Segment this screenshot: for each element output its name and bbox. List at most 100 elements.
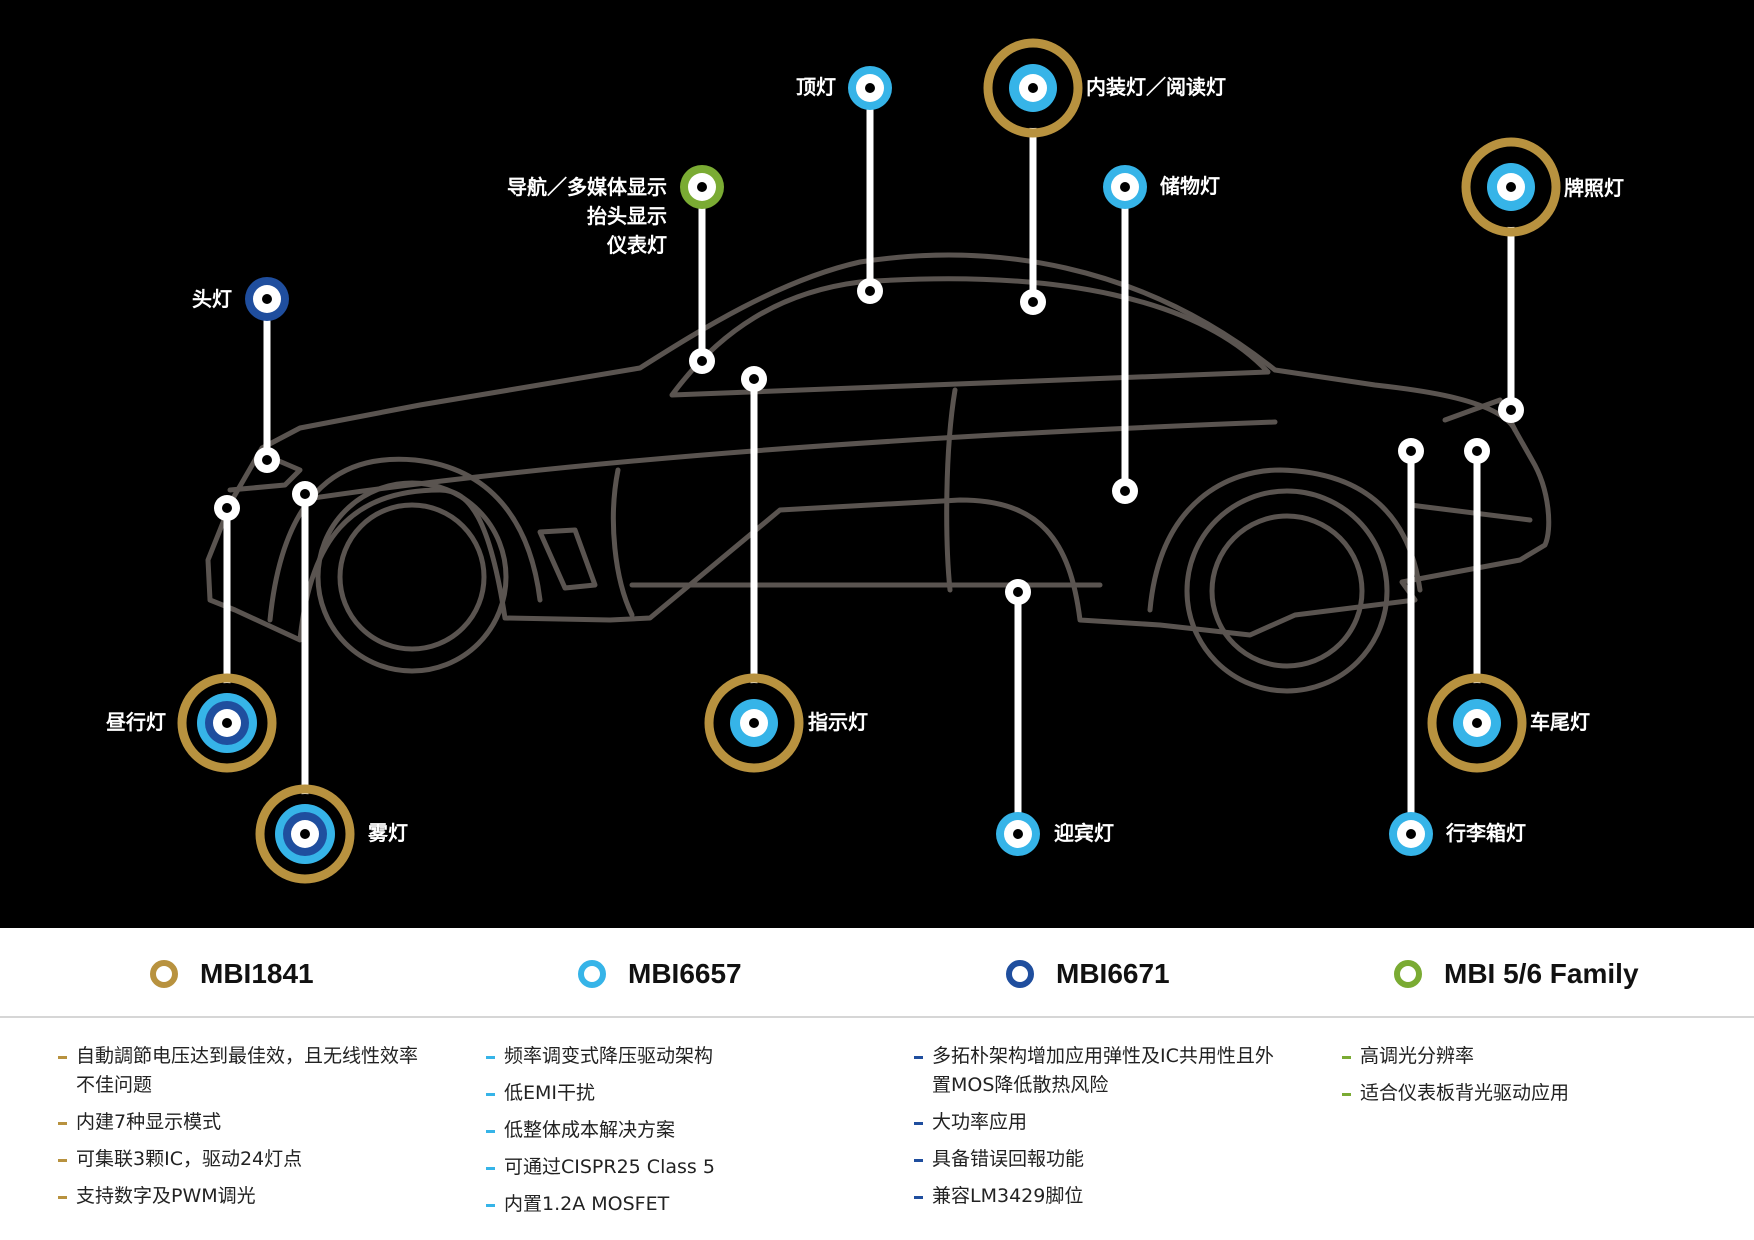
feature-item: 支持数字及PWM调光 bbox=[58, 1182, 418, 1211]
indicator-light-end-node bbox=[741, 366, 767, 392]
label-welcome-light: 迎宾灯 bbox=[1054, 821, 1114, 845]
label-tail-light: 车尾灯 bbox=[1530, 710, 1590, 734]
dash-icon bbox=[486, 1056, 495, 1059]
label-roof-light: 顶灯 bbox=[796, 75, 836, 99]
feature-item: 内置1.2A MOSFET bbox=[486, 1190, 866, 1219]
door-line-center bbox=[944, 387, 958, 593]
label-headlight: 头灯 bbox=[192, 287, 232, 311]
features-mbi6657: 频率调变式降压驱动架构 低EMI干扰 低整体成本解决方案 可通过CISPR25 … bbox=[486, 1042, 866, 1227]
rear-wheel-arch bbox=[1147, 467, 1423, 613]
marker-dot-icon bbox=[222, 718, 232, 728]
dash-icon bbox=[58, 1159, 67, 1162]
mbi5-6-ring-icon bbox=[1394, 960, 1422, 988]
feature-item: 兼容LM3429脚位 bbox=[914, 1182, 1274, 1211]
mbi6671-ring-icon bbox=[1006, 960, 1034, 988]
dash-icon bbox=[914, 1196, 923, 1199]
legend-item-mbi1841: MBI1841 bbox=[150, 952, 314, 996]
feature-item: 低整体成本解决方案 bbox=[486, 1116, 866, 1145]
feature-item: 频率调变式降压驱动架构 bbox=[486, 1042, 866, 1071]
mbi1841-ring-icon bbox=[177, 673, 277, 773]
legend-label: MBI6671 bbox=[1056, 958, 1170, 989]
label-trunk-light: 行李箱灯 bbox=[1446, 821, 1526, 845]
marker-dot-icon bbox=[300, 829, 310, 839]
feature-item: 具备错误回報功能 bbox=[914, 1145, 1274, 1174]
mbi1841-ring-icon bbox=[255, 784, 355, 884]
roof-light-end-node bbox=[857, 278, 883, 304]
navigation-display-marker bbox=[680, 165, 724, 209]
label-interior-reading-light: 内装灯／阅读灯 bbox=[1086, 75, 1226, 99]
features-mbi6671: 多拓朴架构增加应用弹性及IC共用性且外置MOS降低散热风险 大功率应用 具备错误… bbox=[914, 1042, 1274, 1219]
dash-icon bbox=[486, 1204, 495, 1207]
marker-dot-icon bbox=[697, 182, 707, 192]
interior-reading-light-marker bbox=[983, 38, 1083, 138]
daytime-running-light-marker bbox=[177, 673, 277, 773]
label-fog-light: 雾灯 bbox=[368, 821, 408, 845]
feature-lists: 自動調節电压达到最佳效，且无线性效率不佳问题 内建7种显示模式 可集联3颗IC，… bbox=[0, 1018, 1754, 1240]
legend-item-mbi6671: MBI6671 bbox=[1006, 952, 1170, 996]
front-wheel-rim bbox=[337, 502, 487, 652]
dash-icon bbox=[58, 1122, 67, 1125]
label-license-plate-light: 牌照灯 bbox=[1564, 176, 1624, 200]
door-line-front bbox=[610, 467, 635, 618]
car-outline bbox=[177, 38, 1561, 884]
rear-wheel-rim bbox=[1209, 513, 1365, 669]
dash-icon bbox=[1342, 1093, 1351, 1096]
side-vent bbox=[537, 527, 598, 591]
marker-dot-icon bbox=[1406, 829, 1416, 839]
license-plate-light-marker bbox=[1461, 137, 1561, 237]
navigation-display-end-node bbox=[689, 348, 715, 374]
label-navigation-line-1: 导航／多媒体显示 bbox=[507, 175, 667, 199]
belt-line bbox=[297, 419, 1278, 503]
dash-icon bbox=[58, 1056, 67, 1059]
daytime-running-light-end-node bbox=[214, 495, 240, 521]
headlight-end-node bbox=[254, 447, 280, 473]
feature-item: 大功率应用 bbox=[914, 1108, 1274, 1137]
fog-light-marker bbox=[255, 784, 355, 884]
dash-icon bbox=[486, 1093, 495, 1096]
rear-wheel bbox=[1184, 488, 1390, 694]
dash-icon bbox=[486, 1167, 495, 1170]
legend-item-mbi5-6-family: MBI 5/6 Family bbox=[1394, 952, 1639, 996]
marker-dot-icon bbox=[262, 294, 272, 304]
car-body bbox=[205, 252, 1552, 643]
marker-dot-icon bbox=[1028, 83, 1038, 93]
ic-legend: MBI1841 MBI6657 MBI6671 MBI 5/6 Family bbox=[0, 928, 1754, 1018]
headlight-detail bbox=[227, 452, 303, 493]
legend-label: MBI 5/6 Family bbox=[1444, 958, 1639, 989]
marker-dot-icon bbox=[749, 718, 759, 728]
tail-light-marker bbox=[1427, 673, 1527, 773]
roof-light-marker bbox=[848, 66, 892, 110]
mbi1841-ring-icon bbox=[1461, 137, 1561, 237]
welcome-light-marker bbox=[996, 812, 1040, 856]
dash-icon bbox=[486, 1130, 495, 1133]
car-lighting-diagram: 头灯 昼行灯 雾灯 导航／多媒体显示 抬头显示 仪表灯 指示灯 顶灯 内装灯／阅… bbox=[0, 0, 1754, 928]
storage-light-end-node bbox=[1112, 478, 1138, 504]
trunk-light-marker bbox=[1389, 812, 1433, 856]
feature-item: 高调光分辨率 bbox=[1342, 1042, 1722, 1071]
marker-dot-icon bbox=[1013, 829, 1023, 839]
legend-label: MBI6657 bbox=[628, 958, 742, 989]
marker-dot-icon bbox=[1506, 182, 1516, 192]
dash-icon bbox=[58, 1196, 67, 1199]
label-storage-light: 储物灯 bbox=[1160, 174, 1220, 198]
headlight-marker bbox=[245, 277, 289, 321]
window-line bbox=[669, 276, 1271, 398]
label-navigation-line-2: 抬头显示 bbox=[587, 204, 667, 228]
features-mbi5-6-family: 高调光分辨率 适合仪表板背光驱动应用 bbox=[1342, 1042, 1722, 1116]
mbi1841-ring-icon bbox=[1427, 673, 1527, 773]
feature-item: 适合仪表板背光驱动应用 bbox=[1342, 1079, 1722, 1108]
front-wheel bbox=[315, 480, 509, 674]
dash-icon bbox=[914, 1056, 923, 1059]
welcome-light-end-node bbox=[1005, 579, 1031, 605]
tail-light-end-node bbox=[1464, 438, 1490, 464]
features-mbi1841: 自動調節电压达到最佳效，且无线性效率不佳问题 内建7种显示模式 可集联3颗IC，… bbox=[58, 1042, 418, 1219]
marker-dot-icon bbox=[1472, 718, 1482, 728]
label-navigation-display: 导航／多媒体显示 抬头显示 仪表灯 bbox=[460, 173, 667, 260]
marker-dot-icon bbox=[1120, 182, 1130, 192]
front-wheel-arch bbox=[267, 456, 543, 623]
license-plate-light-end-node bbox=[1498, 397, 1524, 423]
feature-item: 多拓朴架构增加应用弹性及IC共用性且外置MOS降低散热风险 bbox=[914, 1042, 1274, 1100]
label-navigation-line-3: 仪表灯 bbox=[607, 233, 667, 257]
feature-item: 低EMI干扰 bbox=[486, 1079, 866, 1108]
legend-label: MBI1841 bbox=[200, 958, 314, 989]
